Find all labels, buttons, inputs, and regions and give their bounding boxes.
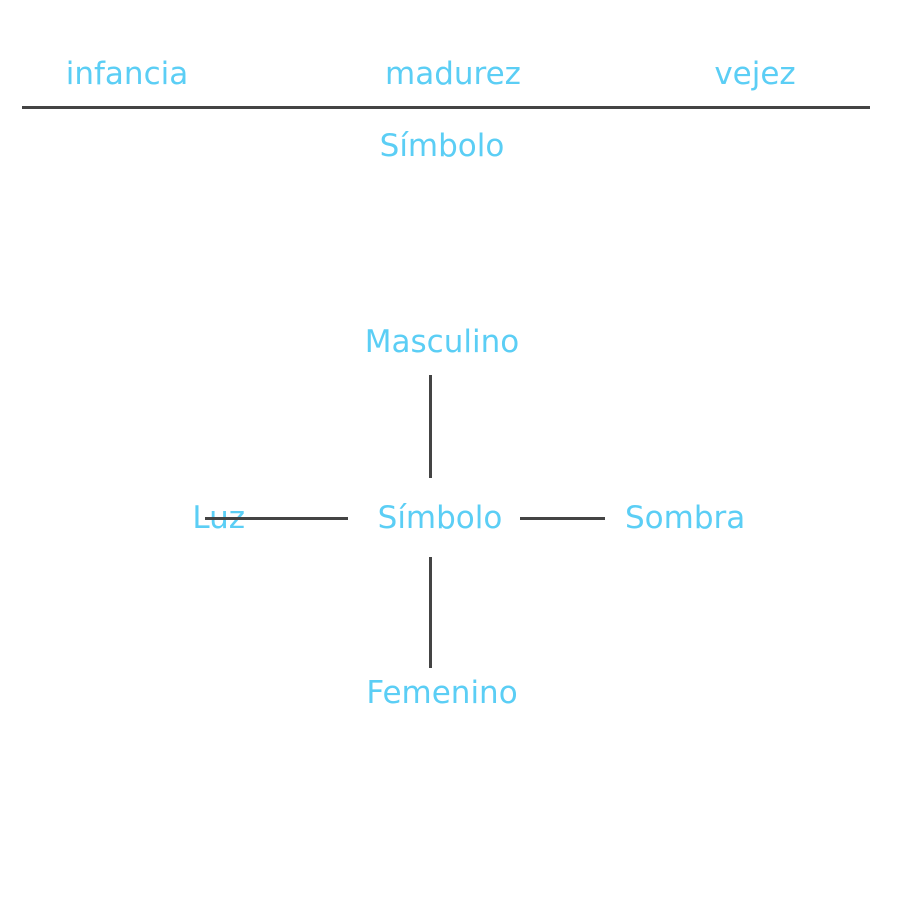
diagram-node-femenino: Femenino [366, 675, 518, 711]
connector-center-to-sombra [520, 517, 605, 520]
timeline-stage-madurez: madurez [385, 56, 521, 92]
timeline-axis-rule [22, 106, 870, 109]
timeline-stage-labels: infancia madurez vejez [0, 52, 900, 102]
connector-center-to-luz [205, 517, 348, 520]
connector-center-to-femenino [429, 557, 432, 668]
timeline-stage-vejez: vejez [714, 56, 796, 92]
timeline-stage-infancia: infancia [65, 56, 189, 92]
diagram-node-simbolo: Símbolo [377, 500, 503, 536]
connector-center-to-masculino [429, 375, 432, 478]
diagram-node-masculino: Masculino [364, 324, 520, 360]
diagram-node-sombra: Sombra [625, 500, 746, 536]
timeline-axis-title: Símbolo [379, 128, 505, 164]
